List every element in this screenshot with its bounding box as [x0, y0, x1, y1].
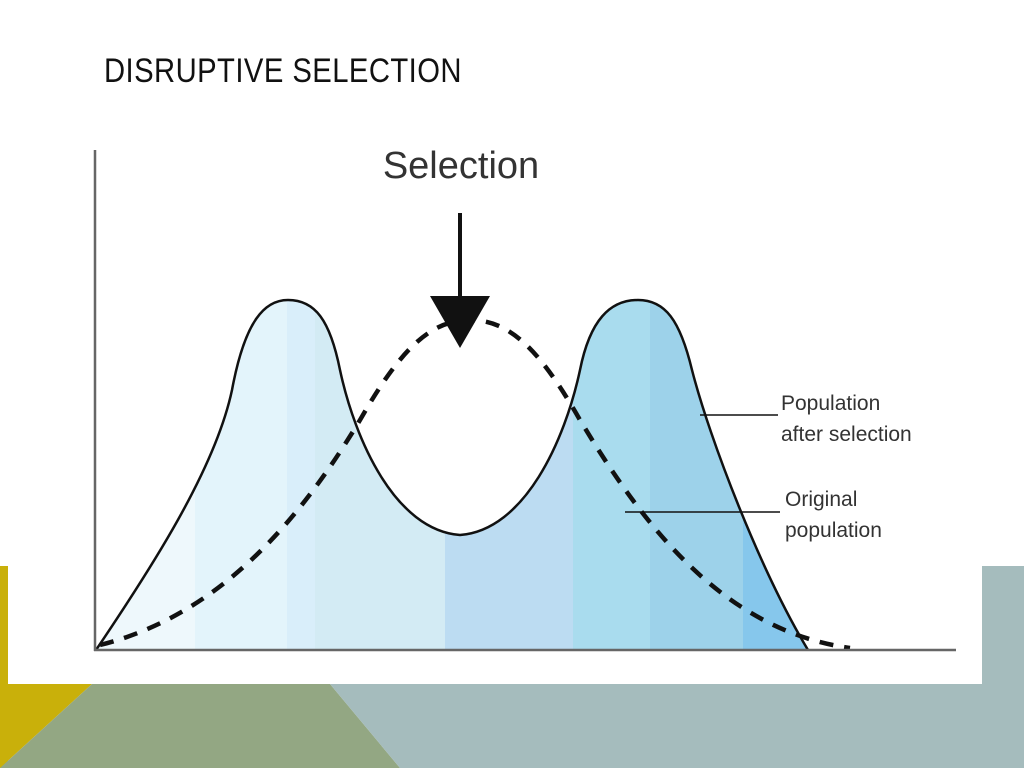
after-selection-curve: [94, 298, 810, 651]
slide-title: DISRUPTIVE SELECTION: [104, 52, 462, 90]
teal-accent-shape: [330, 566, 1024, 768]
original-population-label-line2: population: [785, 519, 882, 542]
after-selection-label-line1: Population: [781, 392, 880, 415]
green-accent-shape: [0, 684, 400, 768]
selection-arrow: [430, 213, 490, 348]
selection-label: Selection: [383, 145, 539, 187]
after-selection-label-line2: after selection: [781, 423, 912, 446]
original-population-label-line1: Original: [785, 488, 857, 511]
